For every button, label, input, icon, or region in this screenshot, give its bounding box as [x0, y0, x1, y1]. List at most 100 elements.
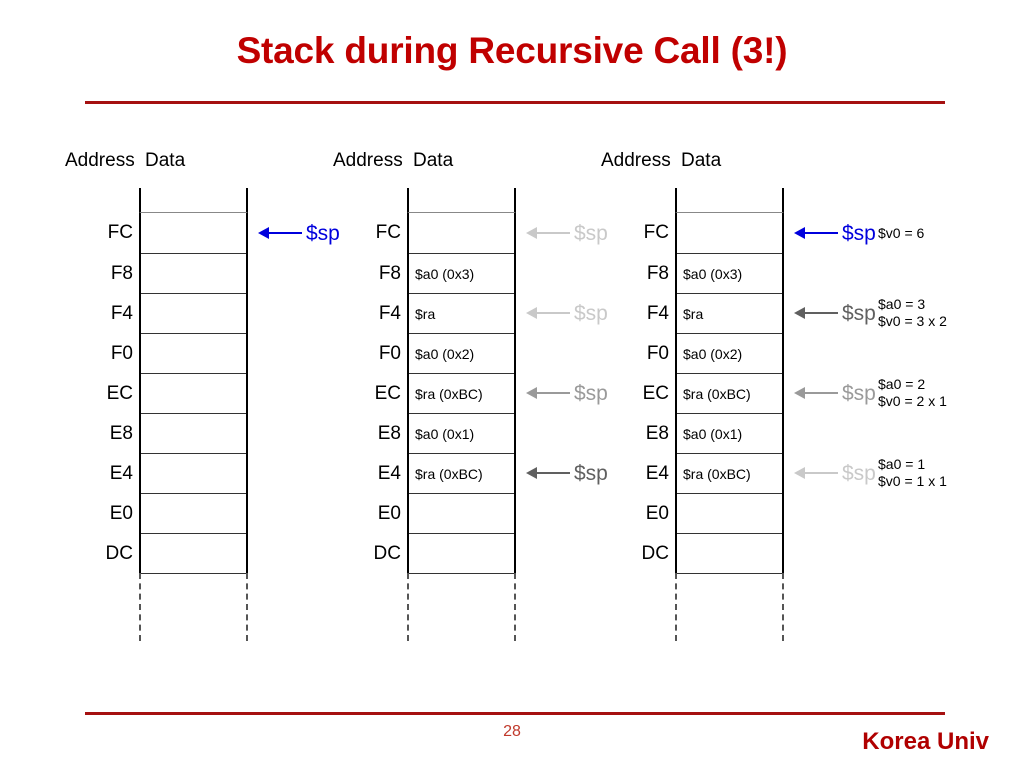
- stack-cell-value: $a0 (0x3): [415, 265, 475, 282]
- stack-cell-value: $a0 (0x1): [683, 425, 743, 442]
- stack-row: FC: [108, 213, 246, 253]
- address-label: FC: [375, 222, 401, 243]
- stack-cell-value: $ra (0xBC): [415, 465, 483, 482]
- stack-cell-value: $ra (0xBC): [415, 385, 483, 402]
- register-annotation: $a0 = 2$v0 = 2 x 1: [878, 376, 947, 410]
- address-label: DC: [373, 542, 401, 564]
- stack-row: E8$a0 (0x1): [378, 413, 514, 453]
- address-label: F0: [646, 342, 669, 364]
- header-data: Data: [145, 150, 186, 171]
- register-annotation: $a0 = 1$v0 = 1 x 1: [878, 456, 947, 490]
- address-label: E0: [109, 502, 133, 524]
- stack-continuation-dashes: [407, 573, 516, 641]
- address-label: E4: [377, 462, 401, 484]
- stack-row: E8: [110, 413, 246, 453]
- register-annotation-line: $v0 = 1 x 1: [878, 473, 947, 489]
- stack-row: EC $ra (0xBC): [375, 373, 514, 413]
- stack-cell-value: $a0 (0x2): [683, 345, 743, 362]
- stack-row: E0: [646, 493, 782, 533]
- stack-continuation-dashes: [139, 573, 248, 641]
- page-number: 28: [503, 723, 521, 740]
- stack-row: E4: [110, 453, 246, 493]
- address-label: FC: [643, 222, 669, 243]
- register-annotation-line: $a0 = 2: [878, 376, 926, 392]
- address-label: E8: [645, 422, 669, 444]
- page-title: Stack during Recursive Call (3!): [236, 30, 788, 71]
- stack-row: E8 $a0 (0x1): [646, 413, 782, 453]
- register-annotation: $a0 = 3$v0 = 3 x 2: [878, 296, 947, 330]
- stack-cell-value: $a0 (0x1): [415, 425, 475, 442]
- address-label: E8: [109, 422, 133, 444]
- address-label: F4: [110, 302, 133, 324]
- address-label: FC: [107, 222, 133, 243]
- header-data: Data: [681, 150, 722, 171]
- stack-row: DC: [374, 533, 514, 573]
- stack-row: F4 $ra: [379, 293, 514, 333]
- address-label: DC: [641, 542, 669, 564]
- stack-top-stub: [407, 188, 516, 213]
- register-annotation-line: $v0 = 6: [878, 224, 925, 241]
- register-annotation-line: $v0 = 3 x 2: [878, 313, 947, 329]
- stack-cell-value: $ra: [683, 305, 704, 322]
- stack-row: FC: [376, 213, 514, 253]
- header-data: Data: [413, 150, 454, 171]
- address-label: F8: [646, 262, 669, 284]
- sp-pointer-arrow: $sp: [526, 298, 608, 328]
- stack-row: EC: [107, 373, 246, 413]
- left-arrow-icon: [526, 467, 570, 479]
- stack-row: E0: [110, 493, 246, 533]
- stack-row: EC$ra (0xBC): [643, 373, 782, 413]
- left-arrow-icon: [794, 227, 838, 239]
- stack-row: F0$a0 (0x2): [379, 333, 514, 373]
- stack-row: F0 $a0 (0x2): [647, 333, 782, 373]
- left-arrow-icon: [258, 227, 302, 239]
- stack-row: E4$ra (0xBC): [646, 453, 782, 493]
- sp-pointer-arrow: $sp: [794, 218, 876, 248]
- sp-pointer-arrow: $sp: [526, 218, 608, 248]
- sp-pointer-arrow: $sp: [258, 218, 340, 248]
- left-arrow-icon: [794, 307, 838, 319]
- stack-top-stub: [675, 188, 784, 213]
- address-label: F8: [110, 262, 133, 284]
- panel-headers: Address Data: [601, 150, 721, 172]
- left-arrow-icon: [526, 387, 570, 399]
- address-label: DC: [105, 542, 133, 564]
- stack-cell-value: $ra (0xBC): [683, 465, 751, 482]
- header-address: Address: [65, 150, 135, 171]
- left-arrow-icon: [794, 467, 838, 479]
- address-label: E0: [377, 502, 401, 524]
- stack-cell-value: $ra: [415, 305, 436, 322]
- address-label: F0: [110, 342, 133, 364]
- header-address: Address: [601, 150, 671, 171]
- stack-row: DC: [106, 533, 246, 573]
- stack-row: F8 $a0 (0x3): [379, 253, 514, 293]
- address-label: EC: [374, 382, 401, 404]
- left-arrow-icon: [526, 307, 570, 319]
- stack-row: E4 $ra (0xBC): [378, 453, 514, 493]
- stack-top-stub: [139, 188, 248, 213]
- sp-pointer-arrow: $sp: [794, 378, 876, 408]
- stack-row: FC: [644, 213, 782, 253]
- left-arrow-icon: [794, 387, 838, 399]
- address-label: F8: [378, 262, 401, 284]
- address-label: F4: [378, 302, 401, 324]
- sp-pointer-arrow: $sp: [526, 458, 608, 488]
- footer-divider: [85, 712, 945, 715]
- sp-label: $sp: [842, 381, 876, 405]
- stack-cell-value: $ra (0xBC): [683, 385, 751, 402]
- sp-label: $sp: [842, 461, 876, 485]
- footer-brand: Korea Univ: [862, 728, 989, 755]
- sp-pointer-arrow: $sp: [794, 458, 876, 488]
- stack-continuation-dashes: [675, 573, 784, 641]
- stack-cell-value: $a0 (0x2): [415, 345, 475, 362]
- sp-label: $sp: [842, 301, 876, 325]
- stack-cell-value: $a0 (0x3): [683, 265, 743, 282]
- register-annotation-line: $v0 = 2 x 1: [878, 393, 947, 409]
- address-label: F4: [646, 302, 669, 324]
- sp-pointer-arrow: $sp: [526, 378, 608, 408]
- register-annotation: $v0 = 6: [878, 225, 924, 242]
- title-divider: [85, 101, 945, 104]
- register-annotation-line: $a0 = 3: [878, 296, 926, 312]
